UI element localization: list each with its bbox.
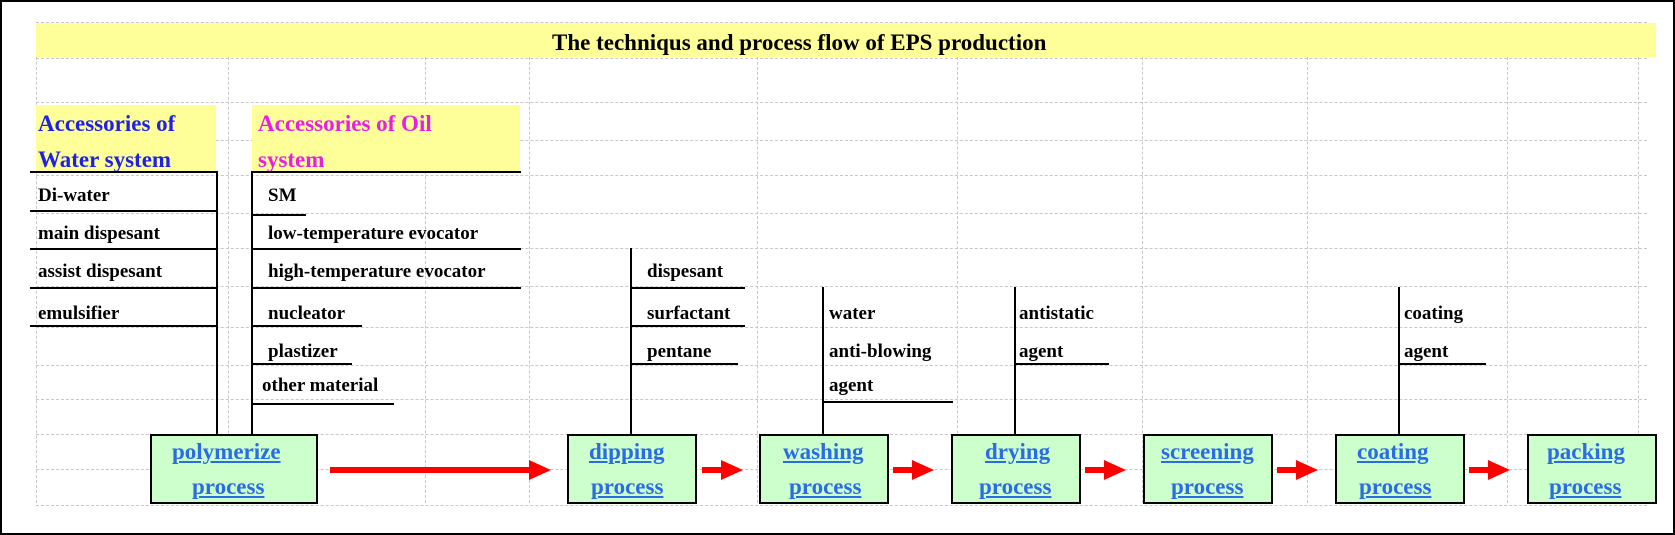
diagram-title: The techniqus and process flow of EPS pr… bbox=[552, 30, 1047, 55]
oil-system-header-bg bbox=[252, 105, 520, 173]
oil-item-plastizer: plastizer bbox=[268, 341, 338, 362]
process-washing-line1: washing bbox=[783, 439, 864, 464]
process-polymerize-line2: process bbox=[192, 474, 265, 499]
washing-input-agent: agent bbox=[829, 375, 874, 396]
process-box-packing: packing process bbox=[1527, 434, 1657, 504]
process-box-washing: washing process bbox=[759, 434, 889, 504]
process-drying-line1: drying bbox=[985, 439, 1051, 464]
process-box-screening: screening process bbox=[1143, 434, 1273, 504]
process-box-dipping: dipping process bbox=[567, 434, 697, 504]
water-item-emulsifier: emulsifier bbox=[38, 303, 120, 324]
arrow-drying-to-screening bbox=[1085, 460, 1126, 480]
title-band bbox=[36, 23, 1656, 57]
dipping-input-surfactant: surfactant bbox=[647, 303, 731, 324]
oil-system-header-line2: system bbox=[258, 147, 325, 172]
arrow-washing-to-drying bbox=[893, 460, 934, 480]
coating-input-agent: agent bbox=[1404, 341, 1449, 362]
washing-input-water: water bbox=[829, 303, 876, 324]
water-item-assist-dispesant: assist dispesant bbox=[38, 261, 163, 282]
arrow-polymerize-to-dipping bbox=[330, 460, 551, 480]
process-box-coating: coating process bbox=[1335, 434, 1465, 504]
oil-item-high-temperature-evocator: high-temperature evocator bbox=[268, 261, 486, 282]
water-system-header-line1: Accessories of bbox=[38, 111, 176, 136]
oil-item-nucleator: nucleator bbox=[268, 303, 346, 324]
process-box-polymerize: polymerize process bbox=[150, 434, 318, 504]
drying-input-antistatic: antistatic bbox=[1019, 303, 1094, 324]
process-box-drying: drying process bbox=[951, 434, 1081, 504]
process-packing-line1: packing bbox=[1547, 439, 1625, 464]
process-screening-line1: screening bbox=[1161, 439, 1254, 464]
washing-input-anti-blowing: anti-blowing bbox=[829, 341, 932, 362]
process-coating-line2: process bbox=[1359, 474, 1432, 499]
oil-item-low-temperature-evocator: low-temperature evocator bbox=[268, 223, 479, 244]
oil-item-sm: SM bbox=[268, 185, 297, 206]
process-coating-line1: coating bbox=[1357, 439, 1429, 464]
oil-item-other-material: other material bbox=[262, 375, 379, 396]
water-item-di-water: Di-water bbox=[38, 185, 110, 206]
drying-input-agent: agent bbox=[1019, 341, 1064, 362]
process-packing-line2: process bbox=[1549, 474, 1622, 499]
water-system-header-line2: Water system bbox=[38, 147, 172, 172]
dipping-input-pentane: pentane bbox=[647, 341, 712, 362]
water-system-header-bg bbox=[36, 105, 216, 173]
process-dipping-line2: process bbox=[591, 474, 664, 499]
process-washing-line2: process bbox=[789, 474, 862, 499]
process-screening-line2: process bbox=[1171, 474, 1244, 499]
arrow-dipping-to-washing bbox=[702, 460, 743, 480]
dipping-input-dispesant: dispesant bbox=[647, 261, 724, 282]
process-dipping-line1: dipping bbox=[589, 439, 665, 464]
water-item-main-dispesant: main dispesant bbox=[38, 223, 160, 244]
arrow-screening-to-coating bbox=[1277, 460, 1318, 480]
process-polymerize-line1: polymerize bbox=[172, 439, 281, 464]
oil-system-header-line1: Accessories of Oil bbox=[258, 111, 432, 136]
process-drying-line2: process bbox=[979, 474, 1052, 499]
arrow-coating-to-packing bbox=[1469, 460, 1510, 480]
coating-input-coating: coating bbox=[1404, 303, 1464, 324]
